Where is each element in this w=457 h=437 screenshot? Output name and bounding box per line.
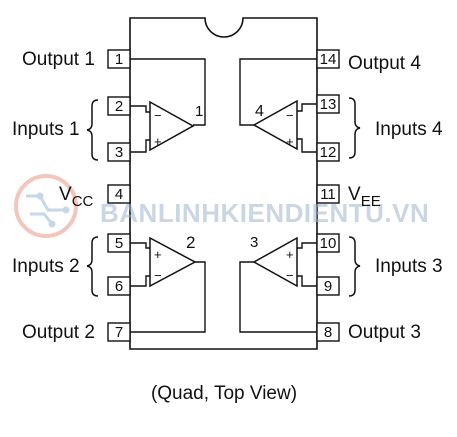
label-vcc: VCC [59, 184, 94, 210]
op-amp-4-symbol [252, 99, 298, 151]
braces [86, 97, 361, 297]
ic-package-outline [129, 17, 318, 350]
label-inputs-1: Inputs 1 [12, 119, 80, 140]
brace-inputs-1 [86, 99, 99, 161]
amp1-minus-sign: − [154, 108, 162, 123]
brace-inputs-3 [348, 236, 361, 297]
pin-3-number: 3 [115, 144, 123, 161]
pin-10-number: 10 [320, 235, 337, 252]
vee-main: V [348, 184, 361, 205]
left-pins [107, 49, 131, 342]
pin-9-number: 9 [324, 278, 332, 295]
wire-pin14-output4 [239, 58, 317, 126]
right-pins [316, 49, 340, 342]
vcc-main: V [59, 184, 72, 205]
pin-8-number: 8 [324, 324, 332, 341]
pin-13-number: 13 [320, 96, 337, 113]
op-amp-3-symbol [252, 236, 298, 288]
label-inputs-3: Inputs 3 [375, 256, 443, 277]
caption-quad-top-view: (Quad, Top View) [151, 383, 297, 404]
pin-7-number: 7 [115, 324, 123, 341]
amp-4-number: 4 [255, 103, 264, 120]
label-inputs-2: Inputs 2 [12, 256, 80, 277]
brace-inputs-4 [348, 97, 361, 159]
wire-pin9-amp3 [297, 275, 317, 287]
wire-pin7-output2 [130, 261, 206, 333]
pin-11-number: 11 [320, 186, 336, 203]
vcc-subscript: CC [72, 193, 94, 210]
label-output-3: Output 3 [348, 322, 421, 343]
amp3-plus-sign: + [286, 247, 294, 262]
amp2-minus-sign: − [154, 268, 162, 283]
wire-pin5-amp2 [130, 242, 150, 249]
op-amps [149, 99, 298, 288]
pin-6-number: 6 [115, 278, 123, 295]
amp-1-number: 1 [195, 103, 203, 120]
watermark-logo [14, 174, 78, 238]
amp1-plus-sign: + [154, 134, 162, 149]
label-vee: VEE [348, 184, 381, 210]
amp-2-number: 2 [186, 233, 195, 252]
amp-3-number: 3 [250, 234, 258, 251]
brace-inputs-2 [86, 236, 99, 297]
pin-4-box [107, 184, 131, 204]
label-output-2: Output 2 [22, 322, 95, 343]
wire-pin12-amp4 [297, 138, 317, 153]
wire-pin2-amp1 [130, 105, 150, 113]
amp4-plus-sign: + [286, 134, 294, 149]
wire-pin1-output1 [130, 58, 206, 126]
internal-wiring [130, 58, 317, 333]
wire-pin3-amp1 [130, 139, 150, 153]
op-amp-1-symbol [149, 100, 195, 152]
label-inputs-4: Inputs 4 [375, 119, 443, 140]
op-amp-2-symbol [149, 236, 197, 288]
pin-5-number: 5 [115, 235, 123, 252]
wire-pin6-amp2 [130, 275, 150, 287]
watermark-text: BANLINHKIENDIENTU.VN [100, 198, 429, 228]
amp4-minus-sign: − [286, 108, 294, 123]
pin-1-number: 1 [115, 51, 123, 68]
vee-subscript: EE [361, 193, 381, 210]
label-output-1: Output 1 [22, 49, 95, 70]
pin-4-number: 4 [115, 186, 123, 203]
label-output-4: Output 4 [348, 53, 421, 74]
pin-2-number: 2 [115, 98, 123, 115]
wire-pin13-amp4 [297, 103, 317, 112]
amp3-minus-sign: − [286, 268, 294, 283]
pin-12-number: 12 [320, 144, 337, 161]
pin-11-box [316, 184, 340, 204]
wire-pin10-amp3 [297, 242, 317, 249]
amp2-plus-sign: + [154, 247, 162, 262]
wire-pin8-output3 [239, 261, 317, 333]
pin-14-number: 14 [320, 51, 337, 68]
